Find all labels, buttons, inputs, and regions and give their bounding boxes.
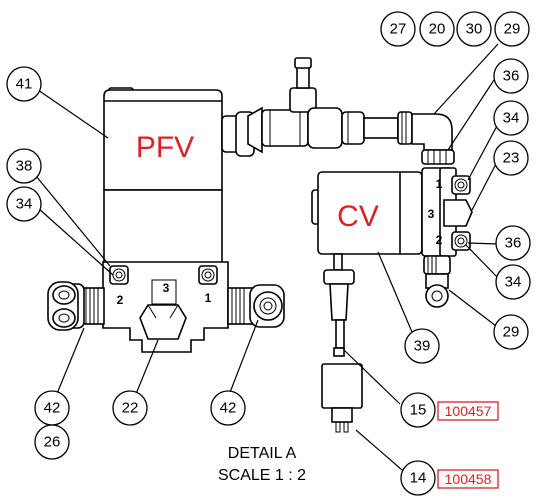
svg-text:38: 38 [16, 158, 33, 175]
callout-29-bottom: 29 [493, 314, 529, 350]
callout-34-right-top: 34 [493, 100, 529, 136]
svg-text:29: 29 [503, 324, 520, 341]
svg-text:22: 22 [122, 400, 139, 417]
pfv-port-1: 1 [205, 291, 212, 305]
svg-text:41: 41 [16, 76, 33, 93]
cv-port-2: 2 [436, 233, 443, 247]
cv-valve [311, 167, 473, 308]
svg-text:36: 36 [503, 68, 520, 85]
detail-scale: SCALE 1 : 2 [218, 467, 306, 484]
svg-text:42: 42 [220, 400, 237, 417]
svg-text:39: 39 [414, 338, 431, 355]
pfv-port-2: 2 [117, 293, 124, 307]
callout-29-top: 29 [494, 11, 530, 47]
cv-label: CV [337, 200, 379, 233]
callout-30: 30 [456, 11, 492, 47]
callout-36-top: 36 [493, 58, 529, 94]
svg-text:34: 34 [16, 196, 33, 213]
svg-text:27: 27 [390, 21, 407, 38]
callout-42-right: 42 [210, 390, 246, 426]
callout-15: 15 [400, 392, 436, 428]
part-number-100457: 100457 [437, 401, 499, 421]
svg-text:34: 34 [503, 110, 520, 127]
right-elbow-fitting [227, 284, 285, 328]
svg-text:26: 26 [44, 434, 61, 451]
leader-lines [35, 43, 499, 471]
callout-26: 26 [34, 424, 70, 460]
pfv-valve [47, 87, 285, 353]
callout-27: 27 [380, 11, 416, 47]
callout-41: 41 [6, 66, 42, 102]
svg-text:23: 23 [503, 150, 520, 167]
cable-assembly [321, 253, 363, 433]
callout-14: 14 [400, 460, 436, 496]
cv-port-1: 1 [436, 177, 443, 191]
svg-text:100458: 100458 [445, 471, 492, 487]
svg-text:100457: 100457 [445, 403, 492, 419]
callout-20: 20 [419, 11, 455, 47]
left-elbow-fitting [47, 281, 105, 331]
svg-text:34: 34 [505, 274, 522, 291]
callout-34-right-bottom: 34 [495, 264, 531, 300]
tee-tubing-assembly [247, 57, 455, 165]
svg-text:30: 30 [466, 21, 483, 38]
callout-39: 39 [404, 328, 440, 364]
svg-text:20: 20 [429, 21, 446, 38]
svg-text:42: 42 [44, 400, 61, 417]
callout-42-left: 42 [34, 390, 70, 426]
callout-38: 38 [6, 148, 42, 184]
part-number-100458: 100458 [437, 469, 499, 489]
callout-22: 22 [112, 390, 148, 426]
callout-bubbles: 27 20 30 29 36 34 23 36 34 29 41 38 34 4… [6, 11, 531, 496]
callout-36-bottom: 36 [495, 225, 531, 261]
detail-title: DETAIL A [228, 445, 297, 462]
pfv-port-3: 3 [163, 281, 170, 295]
svg-text:36: 36 [505, 235, 522, 252]
svg-text:29: 29 [504, 21, 521, 38]
callout-23: 23 [493, 140, 529, 176]
cv-port-3: 3 [428, 207, 435, 221]
pfv-label: PFV [136, 131, 194, 164]
svg-text:14: 14 [410, 470, 427, 487]
callout-34-left: 34 [6, 186, 42, 222]
svg-text:15: 15 [410, 402, 427, 419]
